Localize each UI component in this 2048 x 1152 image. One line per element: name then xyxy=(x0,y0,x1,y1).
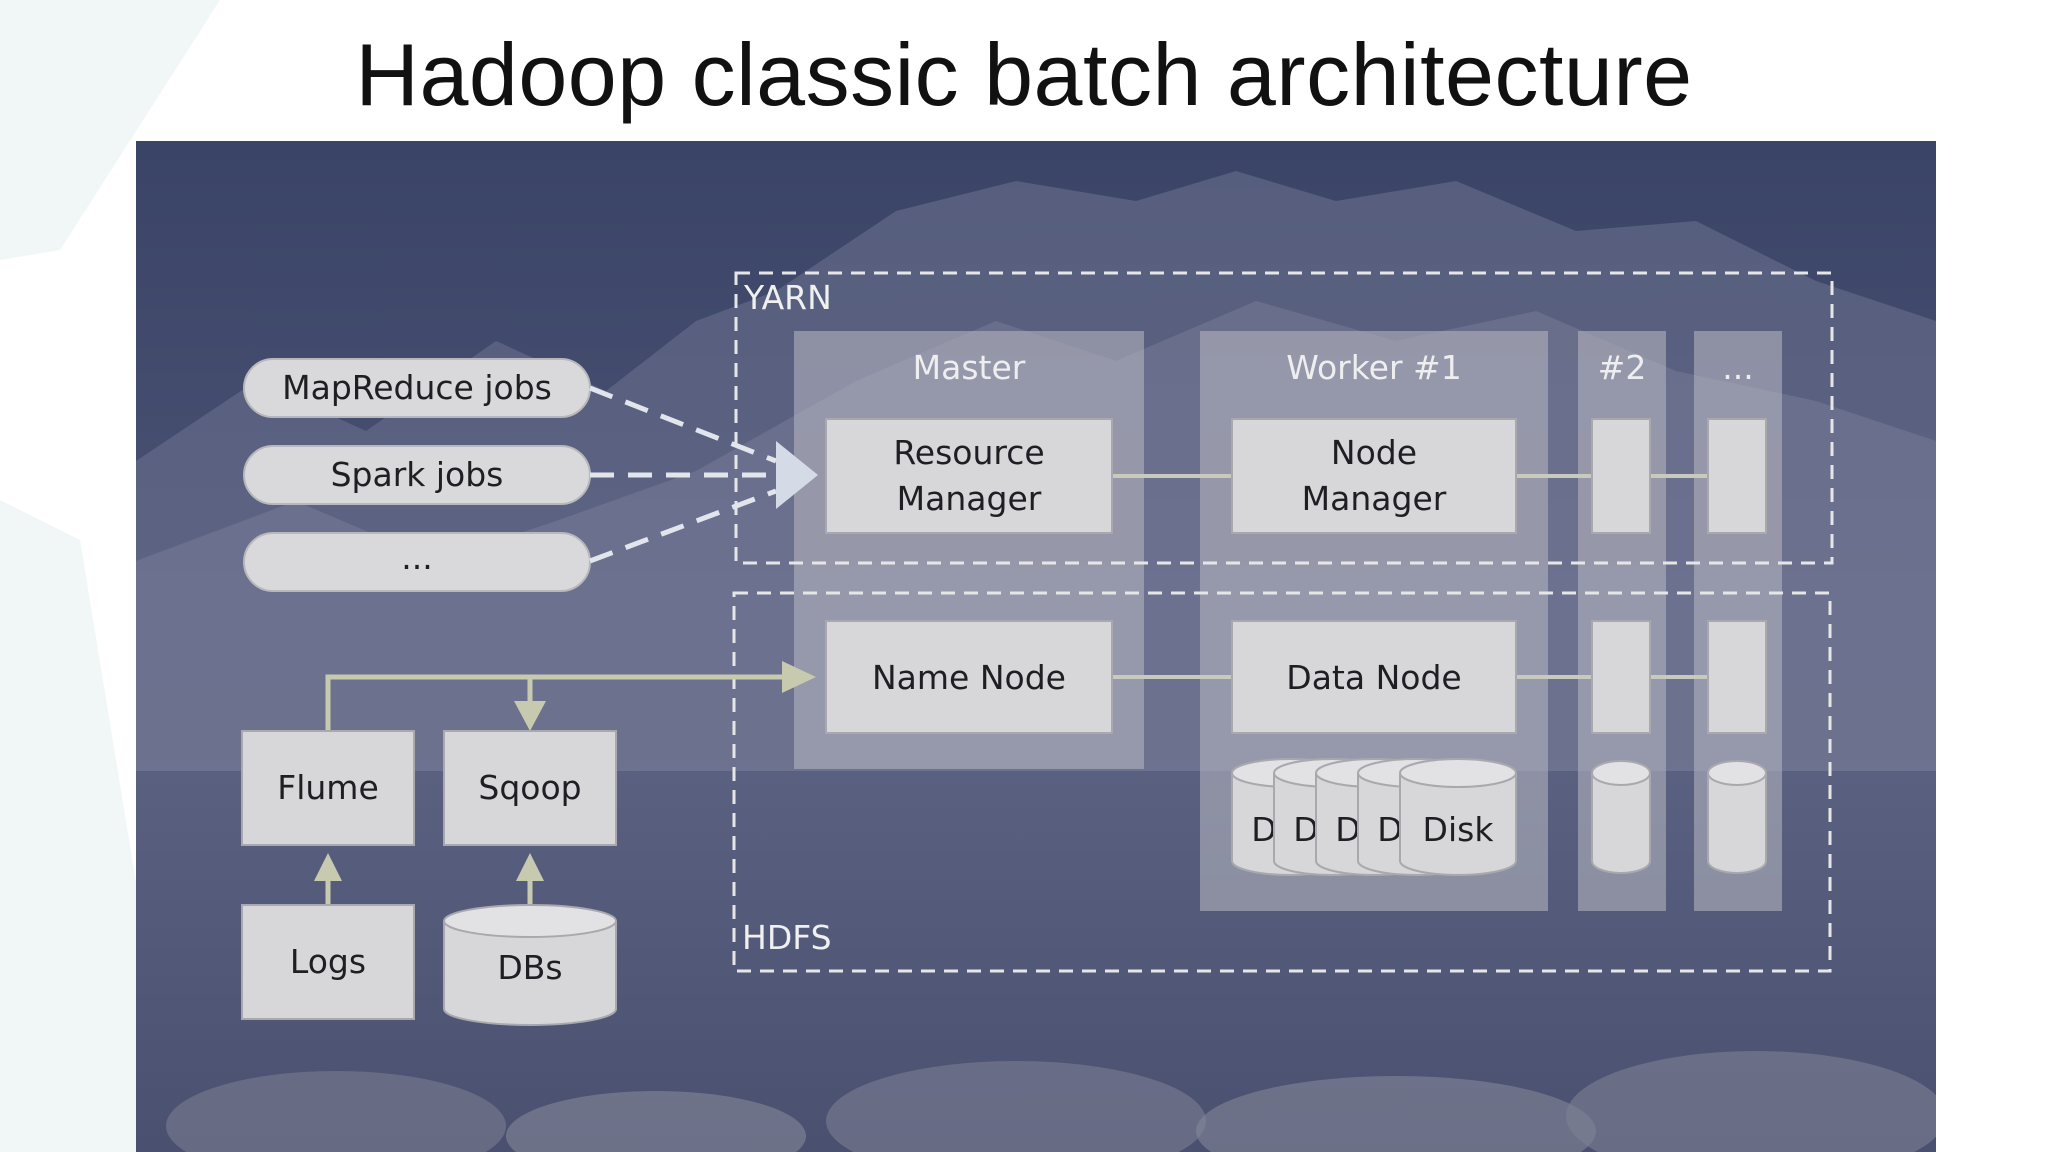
flume-box xyxy=(241,730,415,846)
worker2-disk xyxy=(1591,760,1651,874)
disk-5: Disk xyxy=(1399,758,1517,876)
worker2-node-manager-box xyxy=(1591,418,1651,534)
slide-title: Hadoop classic batch architecture xyxy=(355,25,1693,124)
resource-manager-label-line1: Resource xyxy=(893,433,1044,472)
name-node-arrowhead xyxy=(782,661,816,693)
yarn-region-label: YARN xyxy=(743,278,832,317)
data-node-box xyxy=(1231,620,1517,734)
job-pill-more-label: ... xyxy=(401,538,432,577)
flume-label: Flume xyxy=(277,768,379,807)
node-manager-label-line1: Node xyxy=(1331,433,1417,472)
node-manager-label-line2: Manager xyxy=(1302,479,1447,518)
disk-stack: D D D D xyxy=(1231,758,1517,876)
more-workers-node-manager-box xyxy=(1707,418,1767,534)
more-workers-data-node-box xyxy=(1707,620,1767,734)
job-pill-mapreduce-label: MapReduce jobs xyxy=(282,368,552,407)
name-node-label: Name Node xyxy=(872,658,1066,697)
worker1-column-header: Worker #1 xyxy=(1286,348,1461,387)
disk-4-label: D xyxy=(1377,810,1402,849)
worker2-data-node-box xyxy=(1591,620,1651,734)
resource-manager-box xyxy=(825,418,1113,534)
resource-manager-label-line2: Manager xyxy=(897,479,1042,518)
hdfs-region-label: HDFS xyxy=(742,918,832,957)
node-manager-box xyxy=(1231,418,1517,534)
name-node-box xyxy=(825,620,1113,734)
data-node-label: Data Node xyxy=(1286,658,1461,697)
architecture-diagram: Master Worker #1 #2 ... YARN HDFS Resour… xyxy=(136,141,1936,1152)
dbs-label: DBs xyxy=(497,948,562,987)
sqoop-box xyxy=(443,730,617,846)
disk-1-label: D xyxy=(1251,810,1276,849)
logs-box xyxy=(241,904,415,1020)
flume-arrowhead xyxy=(314,853,342,881)
sqoop-arrowhead xyxy=(514,701,546,731)
job-arrowhead xyxy=(776,441,818,509)
more-workers-disk xyxy=(1707,760,1767,874)
sqoop-input-arrowhead xyxy=(516,853,544,881)
more-workers-column-header: ... xyxy=(1722,348,1753,387)
dbs-cylinder: DBs xyxy=(443,904,617,1026)
ingest-line xyxy=(325,674,796,731)
node-connectors xyxy=(1112,474,1708,679)
disk-5-label: Disk xyxy=(1423,810,1495,849)
job-pill-spark-label: Spark jobs xyxy=(331,455,504,494)
logs-label: Logs xyxy=(290,942,366,981)
job-submission-arrows xyxy=(589,385,777,564)
disk-3-label: D xyxy=(1335,810,1360,849)
master-column-header: Master xyxy=(913,348,1026,387)
disk-2-label: D xyxy=(1293,810,1318,849)
worker2-column-header: #2 xyxy=(1598,348,1647,387)
job-pill-more xyxy=(243,532,591,592)
yarn-region xyxy=(734,271,1834,565)
sqoop-label: Sqoop xyxy=(478,768,581,807)
